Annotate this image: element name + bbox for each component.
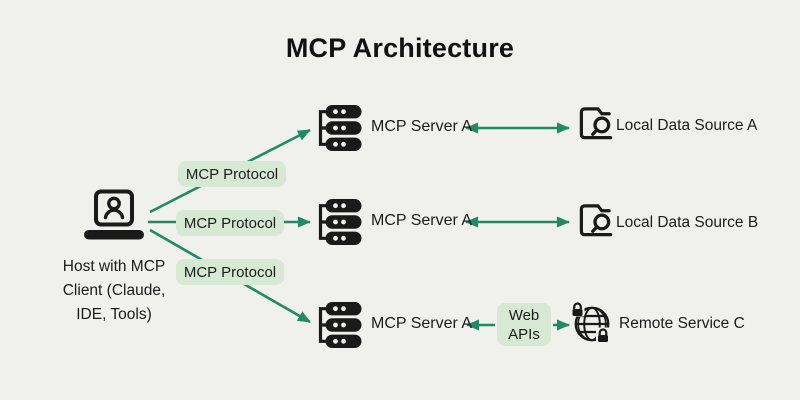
target-label-1: Local Data Source A — [616, 117, 758, 134]
mcp-protocol-badge-label: MCP Protocol — [183, 214, 277, 232]
host-label: Host with MCP Client (Claude, IDE, Tools… — [33, 255, 195, 327]
web-apis-label-line: APIs — [508, 325, 540, 343]
server-label-3: MCP Server A — [371, 315, 473, 332]
mcp-protocol-badge-2: MCP Protocol — [176, 210, 284, 236]
target-label-2: Local Data Source B — [616, 214, 759, 231]
laptop-user-icon — [82, 189, 146, 248]
mcp-protocol-badge-1: MCP Protocol — [178, 161, 286, 187]
server-label-2: MCP Server A — [371, 212, 473, 229]
server-label-1: MCP Server A — [371, 118, 473, 135]
target-label-3: Remote Service C — [619, 315, 745, 332]
diagram-title: MCP Architecture — [285, 33, 515, 63]
mcp-protocol-badge-label: MCP Protocol — [183, 263, 277, 281]
web-apis-label-line: Web — [508, 306, 540, 324]
folder-search-icon-1 — [577, 104, 614, 147]
host-label-line: Host with MCP — [62, 258, 166, 275]
folder-search-icon-2 — [577, 201, 614, 244]
server-stack-icon-2 — [316, 198, 363, 251]
globe-lock-icon — [569, 301, 615, 352]
mcp-protocol-badge-3: MCP Protocol — [176, 259, 284, 285]
server-stack-icon-1 — [316, 104, 363, 157]
web-apis-badge: Web APIs — [497, 303, 551, 346]
server-stack-icon-3 — [316, 301, 363, 354]
host-label-line: Client (Claude, — [62, 282, 166, 299]
mcp-protocol-badge-label: MCP Protocol — [185, 165, 279, 183]
host-label-line: IDE, Tools) — [76, 306, 152, 323]
